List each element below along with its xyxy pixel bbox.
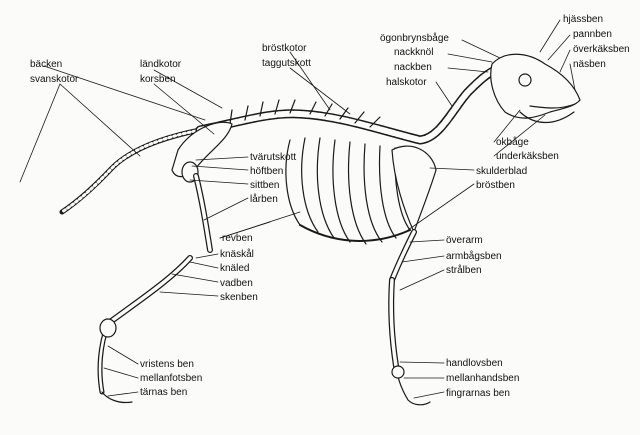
label-backen: bäcken [30, 59, 63, 70]
label-underkaksben: underkäksben [496, 151, 559, 162]
ribcage [285, 137, 411, 245]
tail-bones [59, 127, 203, 215]
label-handlovsben: handlovsben [446, 358, 503, 369]
label-tvarutskott: tvärutskott [250, 152, 297, 163]
label-halskotor: halskotor [386, 77, 427, 88]
label-nackben: nackben [394, 62, 432, 73]
label-nackknol: nackknöl [394, 47, 434, 58]
label-knaskal: knäskål [220, 249, 254, 260]
leader-lines [19, 19, 576, 399]
label-sittben: sittben [250, 180, 280, 191]
pelvis [171, 121, 233, 183]
label-okbage: okbåge [496, 137, 529, 148]
label-revben: revben [222, 233, 253, 244]
label-larben: lårben [250, 194, 278, 205]
label-korsben: korsben [140, 74, 176, 85]
label-armbagsben: armbågsben [446, 251, 502, 262]
label-nasben: näsben [573, 59, 606, 70]
label-brostben: bröstben [476, 180, 515, 191]
label-hjassben: hjässben [563, 14, 604, 25]
label-vadben: vadben [220, 278, 253, 289]
fore-leg [388, 229, 431, 406]
label-hoftben: höftben [250, 166, 284, 177]
label-tarnas-ben: tärnas ben [140, 387, 188, 398]
label-skulderblad: skulderblad [476, 166, 528, 177]
label-landkotor: ländkotor [140, 59, 182, 70]
label-pannben: pannben [573, 29, 612, 40]
label-taggutskott: taggutskott [262, 58, 311, 69]
label-svanskotor: svanskotor [30, 74, 79, 85]
label-overarm: överarm [446, 235, 483, 246]
spine [195, 63, 505, 145]
label-mellanhandsben: mellanhandsben [446, 373, 520, 384]
label-ogonbrynsbage: ögonbrynsbåge [380, 33, 449, 44]
label-mellanfotsben: mellanfotsben [140, 373, 203, 384]
label-skenben: skenben [220, 292, 258, 303]
label-brostkotor: bröstkotor [262, 43, 307, 54]
label-stralben: strålben [446, 265, 482, 276]
skull [490, 53, 581, 123]
label-overkaksben: överkäksben [573, 44, 630, 55]
hind-leg [97, 173, 213, 404]
label-fingrarnas-ben: fingrarnas ben [446, 388, 510, 399]
label-knaled: knäled [220, 263, 250, 274]
scapula [391, 145, 437, 233]
label-vristens-ben: vristens ben [140, 359, 194, 370]
